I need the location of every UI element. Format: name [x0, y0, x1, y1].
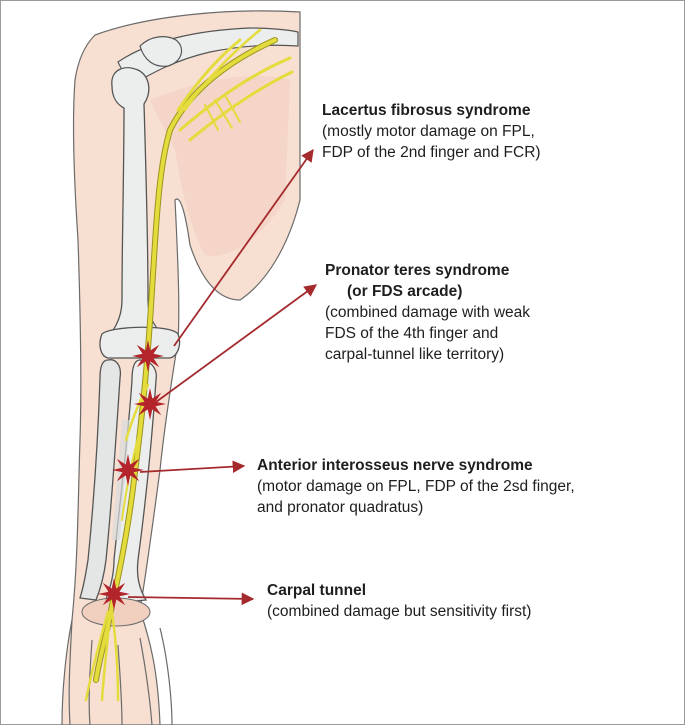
ain-line-1: (motor damage on FPL, FDP of the 2sd fin…	[257, 478, 575, 495]
lacertus-line-1: (mostly motor damage on FPL,	[322, 123, 535, 140]
carpal-title: Carpal tunnel	[267, 582, 367, 599]
humerus-bone	[103, 67, 173, 357]
label-ain: Anterior interosseus nerve syndrome (mot…	[257, 455, 575, 518]
lesion-star-pronator	[134, 388, 166, 420]
label-carpal: Carpal tunnel (combined damage but sensi…	[267, 580, 531, 622]
lacertus-title: Lacertus fibrosus syndrome	[322, 102, 531, 119]
upper-arm-shading	[150, 76, 290, 256]
arrow-ain	[139, 460, 246, 473]
pronator-line-3: carpal-tunnel like territory)	[325, 346, 505, 363]
arrow-lacertus	[173, 148, 314, 347]
ain-title: Anterior interosseus nerve syndrome	[257, 457, 533, 474]
lesion-star-ain	[112, 454, 144, 486]
ulna-bone	[79, 359, 122, 601]
carpal-bones	[81, 597, 151, 627]
scapula-head	[139, 36, 183, 67]
carpal-line-1: (combined damage but sensitivity first)	[267, 603, 532, 620]
pronator-line-1: (combined damage with weak	[325, 304, 531, 321]
ain-line-2: and pronator quadratus)	[257, 499, 424, 516]
elbow-joint	[99, 326, 181, 359]
pronator-title: Pronator teres syndrome	[325, 262, 510, 279]
lacertus-line-2: FDP of the 2nd finger and FCR)	[322, 144, 541, 161]
hand-fingers	[68, 619, 173, 725]
pronator-line-2: FDS of the 4th finger and	[325, 325, 499, 342]
pronator-subtitle: (or FDS arcade)	[347, 283, 463, 300]
lesion-star-lacertus	[132, 340, 164, 372]
arrow-pronator	[155, 284, 318, 403]
lesion-star-carpal	[98, 578, 130, 610]
label-lacertus: Lacertus fibrosus syndrome (mostly motor…	[322, 100, 541, 163]
arrow-carpal	[127, 592, 255, 606]
interosseous-membrane	[112, 420, 130, 540]
label-pronator: Pronator teres syndrome (or FDS arcade) …	[325, 260, 530, 365]
